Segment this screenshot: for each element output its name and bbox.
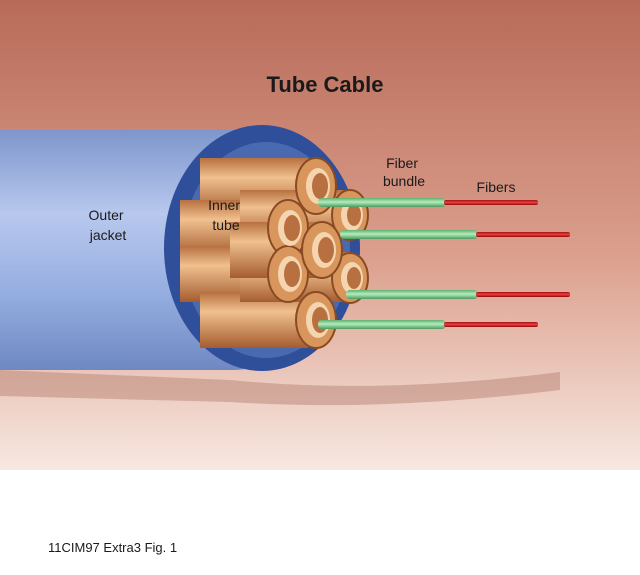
fiber-group: [444, 200, 570, 327]
fiber: [476, 232, 570, 237]
cable-shadow: [0, 370, 560, 406]
outer-jacket-label: Outer jacket: [89, 207, 128, 243]
inner-tube-group: [180, 157, 369, 349]
figure-caption: 11CIM97 Extra3 Fig. 1: [48, 540, 177, 555]
caption-area: [0, 470, 640, 575]
diagram-title: Tube Cable: [267, 72, 384, 97]
fiber-bundle-label: Fiber bundle: [383, 155, 425, 189]
fiber-bundle: [318, 320, 446, 329]
fiber: [476, 292, 570, 297]
fiber-bundle: [318, 198, 446, 207]
fiber-bundle: [340, 230, 478, 239]
fiber-bundle-group: [318, 198, 478, 329]
fiber: [444, 200, 538, 205]
fiber-bundle: [346, 290, 478, 299]
fibers-label: Fibers: [477, 179, 516, 195]
inner-tube-label: Inner tube: [208, 197, 244, 233]
fiber: [444, 322, 538, 327]
